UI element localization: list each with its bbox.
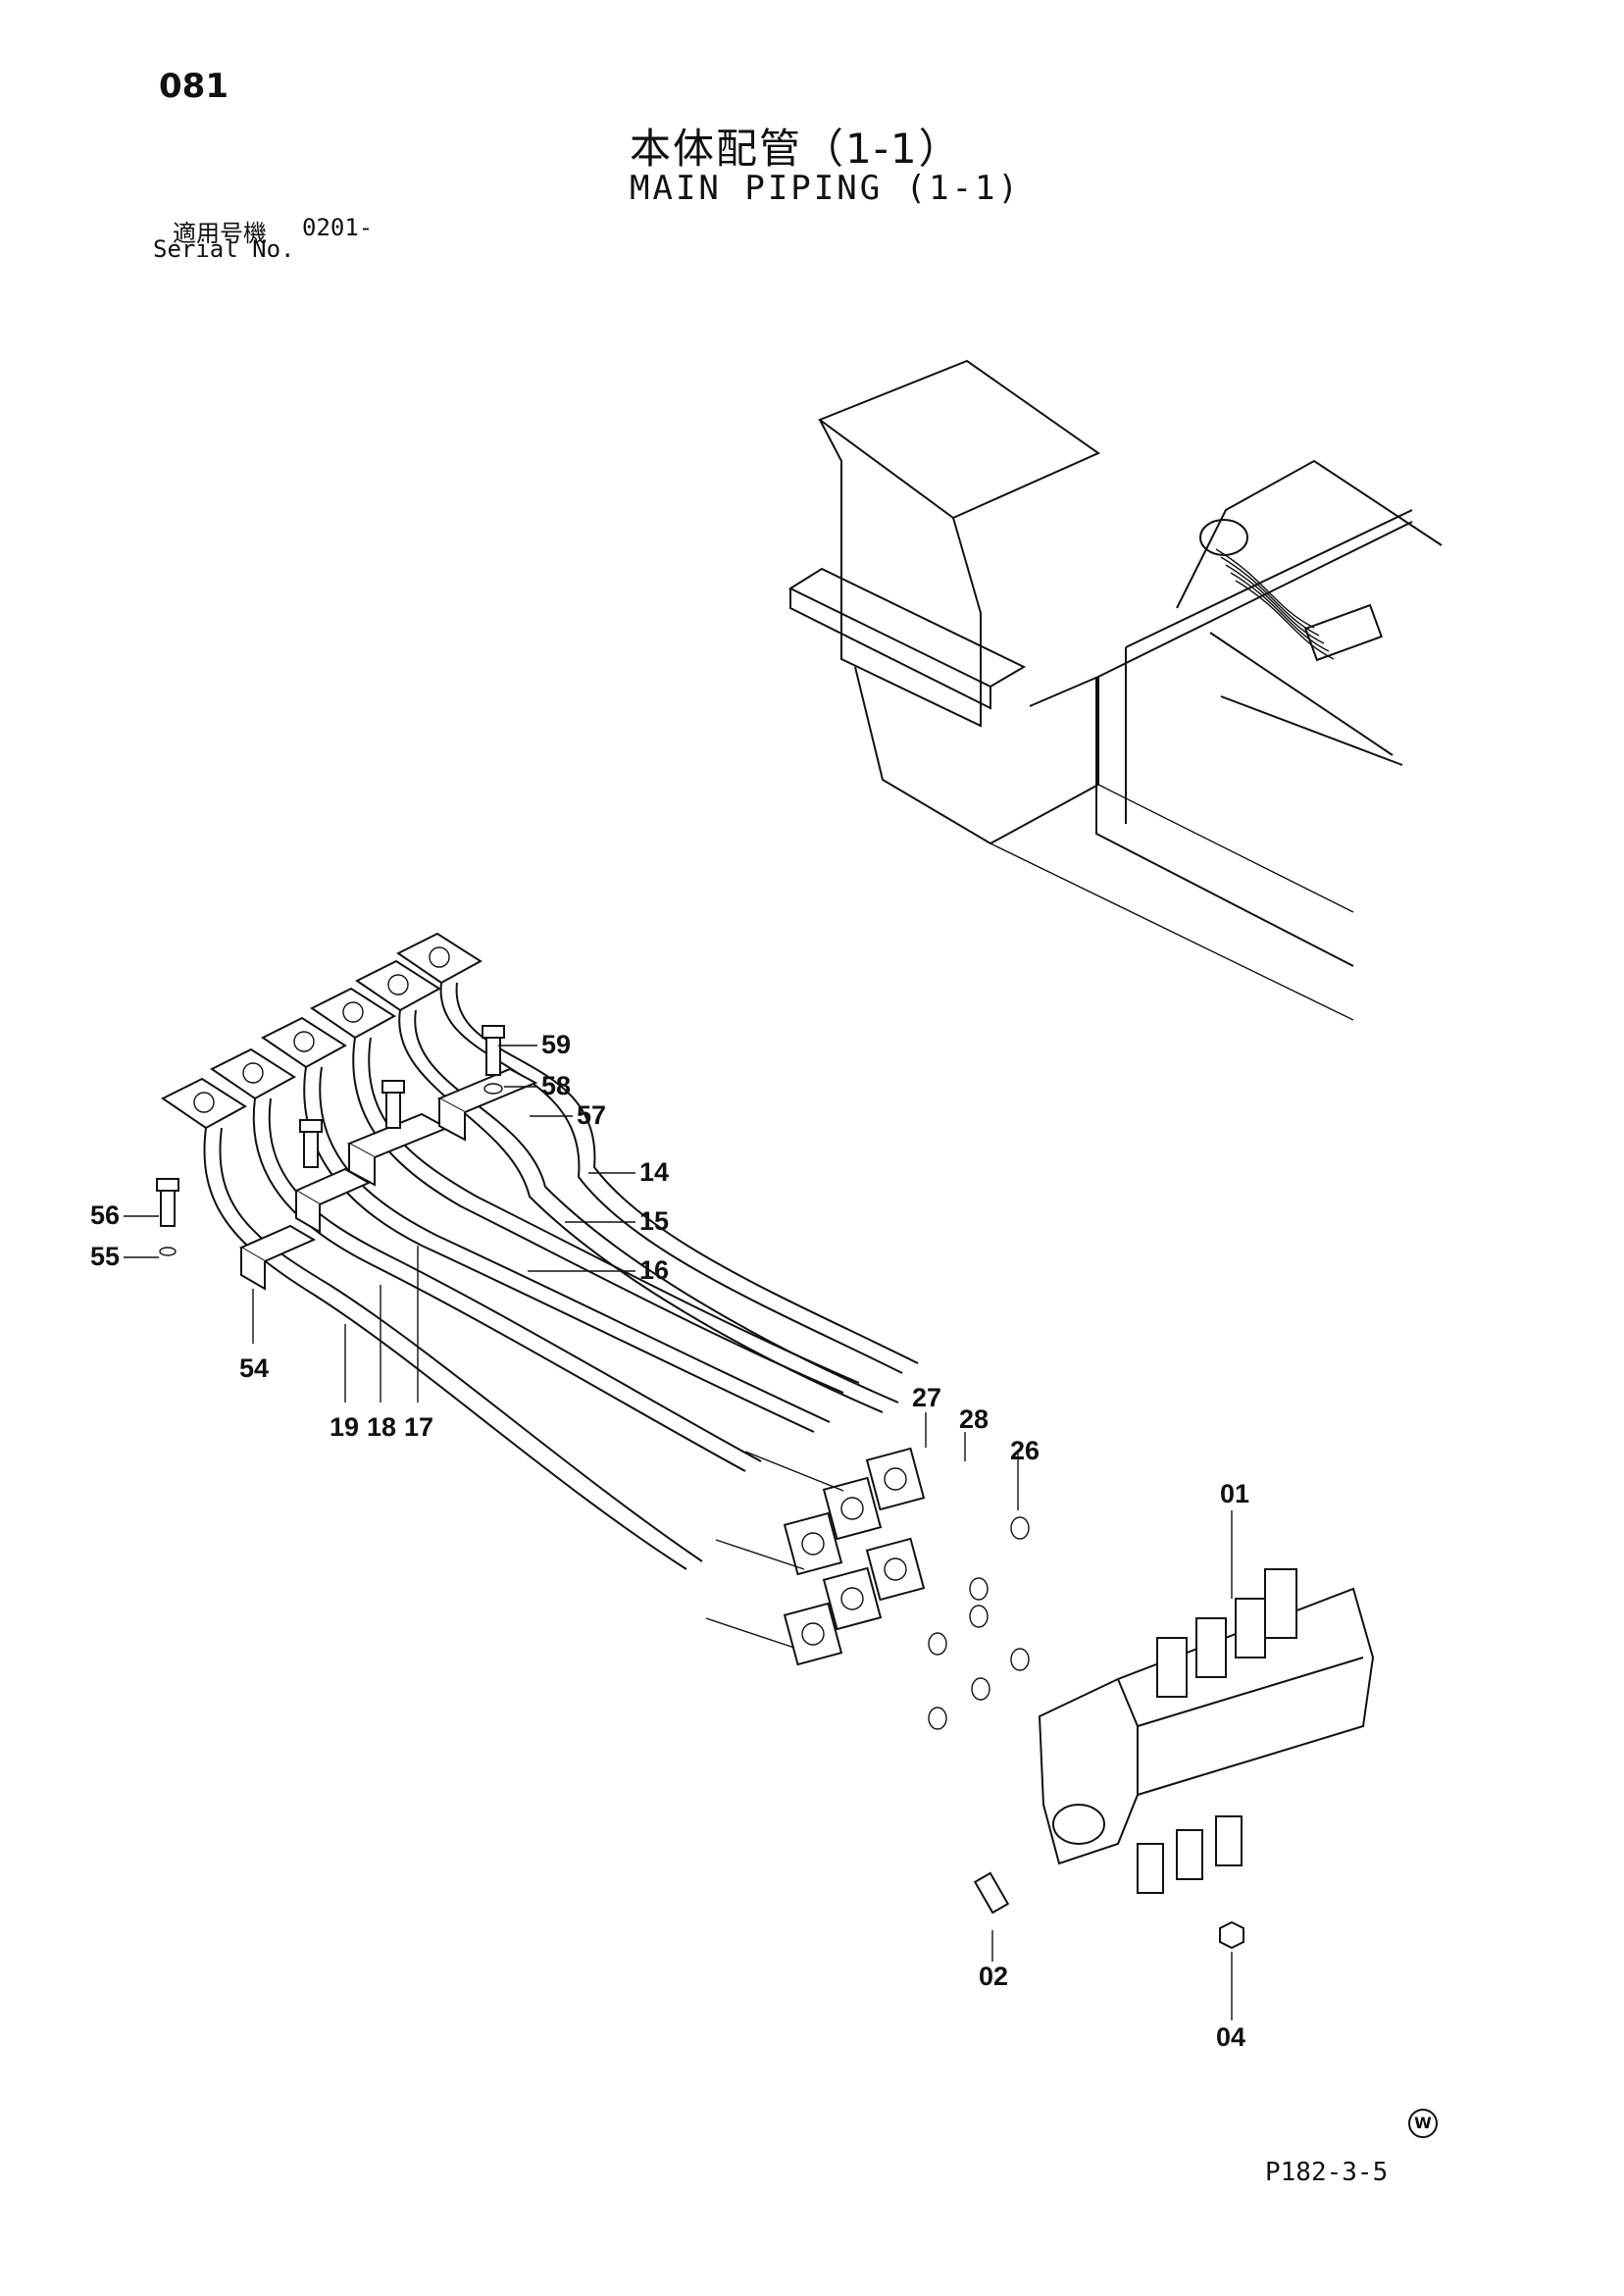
callout-15: 15	[639, 1206, 669, 1236]
callout-17: 17	[404, 1412, 433, 1442]
upper-flange-row	[161, 932, 482, 1130]
figure-code: P182-3-5	[1265, 2158, 1389, 2187]
page-title-english: MAIN PIPING (1-1)	[630, 169, 1021, 208]
serial-label-japanese: 適用号機	[173, 220, 267, 247]
page-number: 081	[159, 67, 228, 106]
pipe-clamps	[238, 1067, 538, 1291]
callout-26: 26	[1010, 1436, 1040, 1465]
machine-body-drawing	[787, 359, 1443, 1021]
callout-02: 02	[979, 1962, 1008, 1991]
page-title-japanese: 本体配管（1-1）	[630, 125, 962, 173]
callout-18: 18	[367, 1412, 396, 1442]
callout-55: 55	[90, 1242, 120, 1271]
harness-bundle	[1215, 548, 1383, 662]
pipe-bundle	[203, 982, 919, 1570]
callout-56: 56	[90, 1200, 120, 1230]
callout-54: 54	[239, 1353, 269, 1383]
serial-label-english: Serial No.	[153, 235, 295, 263]
callout-16: 16	[639, 1255, 669, 1285]
callout-27: 27	[912, 1383, 941, 1412]
callout-58: 58	[541, 1071, 571, 1100]
callout-57: 57	[577, 1100, 606, 1130]
leader-lines	[124, 1045, 1233, 2020]
part-callouts: 59 58 57 14 15 16 56 55 54 19 18 17 27 2…	[90, 1030, 1249, 2052]
valve-side-flanges	[705, 1447, 1030, 1730]
callout-59: 59	[541, 1030, 571, 1059]
clamp-bolts	[156, 1025, 505, 1256]
serial-number-value: 0201-	[302, 214, 374, 241]
callout-14: 14	[639, 1157, 669, 1187]
callout-19: 19	[330, 1412, 359, 1442]
watermark-stamp: W	[1408, 2109, 1438, 2138]
callout-01: 01	[1220, 1479, 1249, 1508]
control-valve-drawing	[973, 1568, 1375, 1950]
callout-04: 04	[1216, 2022, 1245, 2052]
callout-28: 28	[959, 1404, 989, 1434]
